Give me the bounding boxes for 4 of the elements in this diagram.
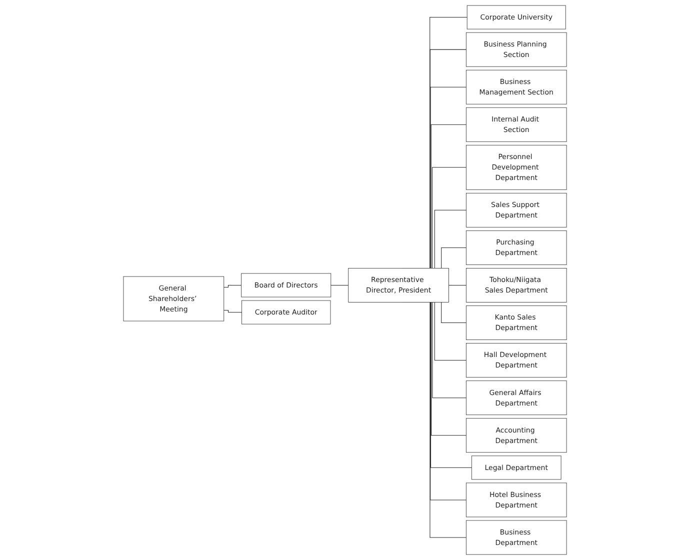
connector [224,310,242,313]
connector [224,284,242,288]
connector [330,284,349,286]
connector [448,284,466,286]
